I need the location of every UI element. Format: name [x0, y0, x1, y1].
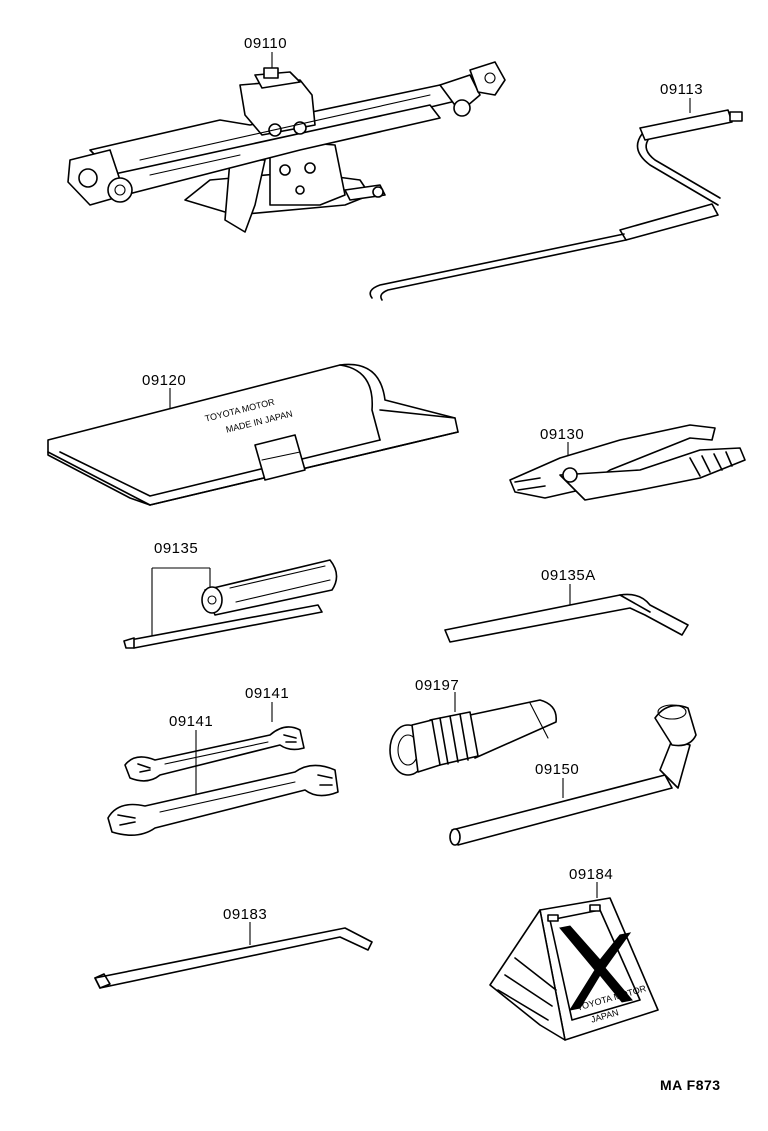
hub-nut-tool-drawing: [389, 692, 557, 776]
wheel-chock-drawing: [489, 882, 659, 1041]
pliers-drawing: [509, 424, 746, 501]
screwdriver-drawing: [123, 559, 338, 649]
label-jack: 09110: [244, 35, 288, 52]
wrench-small-drawing: [124, 702, 305, 782]
label-tool-bag: 09120: [142, 372, 187, 389]
screwdriver-bar-drawing: [444, 584, 689, 643]
label-wrench-small: 09141: [245, 685, 290, 702]
label-screwdriver: 09135: [154, 540, 199, 557]
jack-drawing: [67, 52, 506, 233]
handle-bar-drawing: [94, 922, 373, 989]
label-screwdriver-bar: 09135A: [541, 567, 596, 584]
label-jack-handle: 09113: [660, 81, 704, 98]
label-wheel-chock: 09184: [569, 866, 614, 883]
label-handle-bar: 09183: [223, 906, 268, 923]
label-pliers: 09130: [540, 426, 585, 443]
label-wrench-large: 09141: [169, 713, 214, 730]
jack-handle-drawing: [369, 98, 743, 301]
drawing-reference: MA F873: [660, 1077, 721, 1093]
label-hub-nut-tool: 09197: [415, 677, 460, 694]
label-wheel-nut-wrench: 09150: [535, 761, 580, 778]
wheel-nut-wrench-drawing: [449, 704, 697, 846]
wrench-large-drawing: [107, 730, 339, 836]
tool-bag-drawing: [47, 363, 459, 506]
